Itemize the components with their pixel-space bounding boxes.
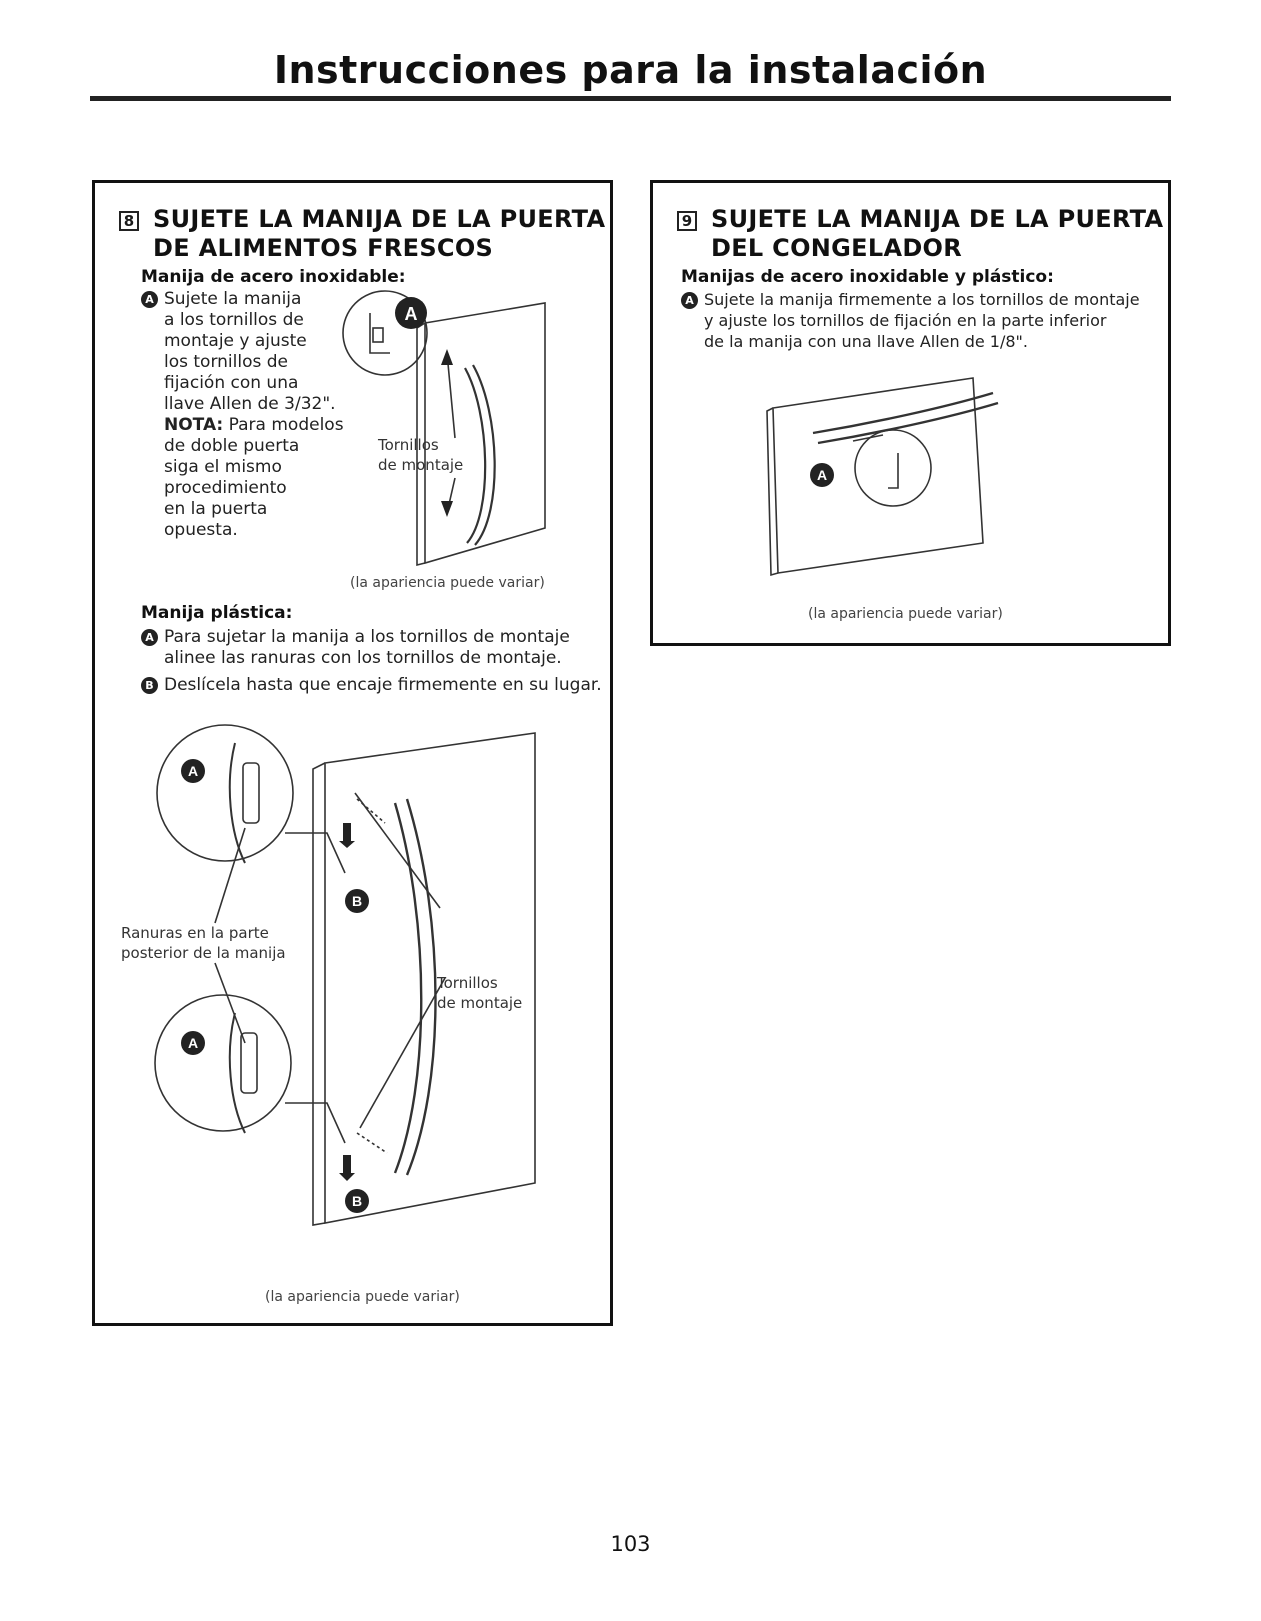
screws-label-bottom: Tornillos de montaje — [437, 974, 523, 1012]
step-9-header: 9 SUJETE LA MANIJA DE LA PUERTA DEL CONG… — [677, 205, 1163, 263]
freezer-handle-illustration: A — [766, 377, 999, 577]
up-arrow-icon — [441, 349, 453, 365]
callout-b-icon — [345, 1189, 369, 1213]
down-arrow-icon — [339, 1173, 355, 1181]
page-title: Instrucciones para la instalación — [273, 48, 988, 92]
step-8-header: 8 SUJETE LA MANIJA DE LA PUERTA DE ALIME… — [119, 205, 605, 263]
step-8-number: 8 — [119, 211, 139, 231]
callout-a-badge: A — [141, 629, 158, 646]
callout-a-icon — [810, 463, 834, 487]
callout-b-badge: B — [141, 677, 158, 694]
callout-a-badge: A — [141, 291, 158, 308]
callout-a-icon — [395, 297, 427, 329]
step-9-panel: 9 SUJETE LA MANIJA DE LA PUERTA DEL CONG… — [650, 180, 1171, 646]
step-9-heading: Manijas de acero inoxidable y plástico: — [681, 267, 1054, 287]
step-8-panel: 8 SUJETE LA MANIJA DE LA PUERTA DE ALIME… — [92, 180, 613, 1326]
caption-top: (la apariencia puede variar) — [350, 575, 545, 591]
svg-text:A: A — [817, 467, 827, 483]
down-arrow-icon — [339, 841, 355, 848]
screws-label-top: Tornillos de montaje — [378, 436, 464, 474]
svg-text:A: A — [405, 304, 418, 324]
step-9-caption: (la apariencia puede variar) — [808, 606, 1003, 622]
slots-label: Ranuras en la parte posterior de la mani… — [121, 924, 286, 962]
note-label: NOTA: — [164, 415, 224, 435]
step-9-title: SUJETE LA MANIJA DE LA PUERTA DEL CONGEL… — [711, 205, 1164, 262]
stainless-heading: Manija de acero inoxidable: — [141, 267, 406, 287]
svg-text:A: A — [188, 763, 198, 779]
plastic-handle-illustration: A A B B — [154, 724, 536, 1226]
callout-b-icon — [345, 889, 369, 913]
svg-text:B: B — [352, 1193, 362, 1209]
down-arrow-icon — [441, 501, 453, 517]
callout-a-icon — [181, 759, 205, 783]
step-8-title: SUJETE LA MANIJA DE LA PUERTA DE ALIMENT… — [153, 205, 606, 262]
step-9-number: 9 — [677, 211, 697, 231]
caption-bottom: (la apariencia puede variar) — [265, 1289, 460, 1305]
svg-text:B: B — [352, 893, 362, 909]
plastic-heading: Manija plástica: — [141, 603, 293, 623]
page-number: 103 — [610, 1532, 651, 1556]
stainless-handle-illustration: A — [342, 290, 546, 567]
svg-text:A: A — [188, 1035, 198, 1051]
callout-a-badge: A — [681, 292, 698, 309]
title-rule — [90, 96, 1171, 101]
callout-a-icon — [181, 1031, 205, 1055]
